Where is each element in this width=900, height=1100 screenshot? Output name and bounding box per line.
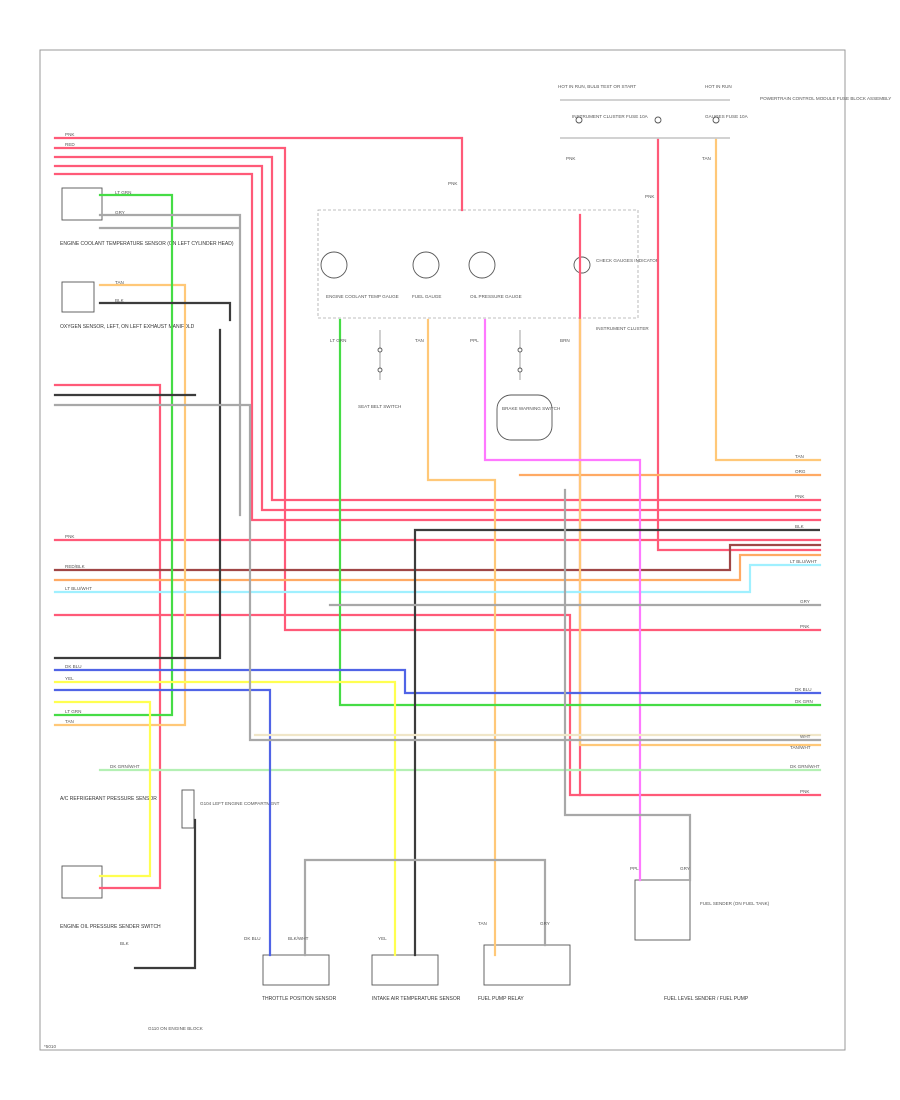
wire-label: GRY — [800, 599, 810, 604]
wire-label: TAN — [478, 921, 487, 926]
hot-in-run-label: HOT IN RUN — [705, 84, 732, 89]
watermark: *5010 — [44, 1044, 56, 1049]
left-component-label: ENGINE COOLANT TEMPERATURE SENSOR (ON LE… — [60, 241, 234, 247]
hot-label: HOT IN RUN, BULB TEST OR START — [558, 84, 636, 89]
wire-label: YEL — [65, 676, 74, 681]
instrument-fuse-label: INSTRUMENT CLUSTER FUSE 10A — [572, 114, 649, 119]
fuse-icon — [575, 116, 583, 124]
bottom-component-label: THROTTLE POSITION SENSOR — [262, 996, 337, 1002]
wire-label: YEL — [378, 936, 387, 941]
gauges-fuse-label: GAUGES FUSE 10A — [705, 114, 749, 119]
wires — [53, 136, 822, 970]
left-component-label: OXYGEN SENSOR, LEFT, ON LEFT EXHAUST MAN… — [60, 324, 195, 330]
wire-label: WHT — [800, 734, 811, 739]
ground-label: G110 ON ENGINE BLOCK — [148, 1026, 204, 1031]
wire-label: GRY — [540, 921, 550, 926]
wire-label: BLK — [120, 941, 130, 946]
diagram-frame — [39, 49, 846, 1051]
wire-label: PNK — [800, 789, 810, 794]
wire-label: BLK — [795, 524, 805, 529]
wire-label: LT BLU/WHT — [65, 586, 92, 591]
wire-label: DK GRN/WHT — [790, 764, 820, 769]
wire-label: TAN — [795, 454, 804, 459]
fuel-gauge-icon — [412, 251, 440, 279]
wire-label: DK BLU — [65, 664, 82, 669]
throttle-sensor-icon — [262, 954, 330, 986]
fuel-sender-icon — [634, 879, 691, 941]
wire-label: TAN — [115, 280, 124, 285]
wire-label: PNK — [795, 494, 805, 499]
wire-label: RED/BLK — [65, 564, 86, 569]
wire-label: PNK — [65, 132, 75, 137]
bottom-components: THROTTLE POSITION SENSOR INTAKE AIR TEMP… — [262, 879, 770, 1002]
right-fuse-note: POWERTRAIN CONTROL MODULE FUSE BLOCK ASS… — [760, 96, 891, 101]
bottom-component-label: INTAKE AIR TEMPERATURE SENSOR — [372, 996, 461, 1002]
wire-label: BRN — [560, 338, 570, 343]
gauge-label: ENGINE COOLANT TEMP GAUGE — [326, 294, 399, 299]
wire-label: LT GRN — [115, 190, 131, 195]
oil-gauge-icon — [468, 251, 496, 279]
wire-label: PNK — [448, 181, 458, 186]
wire-label: BLK — [115, 298, 125, 303]
wire-label: TAN — [702, 156, 711, 161]
wire-label: TAN — [65, 719, 74, 724]
coolant-gauge-icon — [320, 251, 348, 279]
wire-label: DK GRN — [795, 699, 813, 704]
bottom-component-label: FUEL PUMP RELAY — [478, 996, 524, 1002]
wire-label: PNK — [645, 194, 655, 199]
g104-label: G104 LEFT ENGINE COMPARTMENT — [200, 801, 280, 806]
wire-label: ORG — [795, 469, 806, 474]
left-component-label: ENGINE OIL PRESSURE SENDER SWITCH — [60, 924, 161, 930]
bottom-component-label: FUEL LEVEL SENDER / FUEL PUMP — [664, 996, 749, 1002]
instrument-cluster: ENGINE COOLANT TEMP GAUGE FUEL GAUGE OIL… — [317, 209, 660, 331]
wire-label: GRY — [115, 210, 125, 215]
wire-label: PPL — [630, 866, 639, 871]
left-component-label: A/C REFRIGERANT PRESSURE SENSOR — [60, 796, 157, 802]
wire-label: DK BLU — [244, 936, 261, 941]
wire-label: LT GRN — [65, 709, 81, 714]
wire-label: PPL — [470, 338, 479, 343]
fuse-icon — [712, 116, 720, 124]
wire-label: PNK — [800, 624, 810, 629]
wire-label: TAN — [415, 338, 424, 343]
resistor-icon — [181, 789, 195, 829]
gauge-label: CHECK GAUGES INDICATOR — [596, 258, 660, 263]
oxygen-sensor-icon — [61, 281, 95, 313]
oil-sender-icon — [61, 865, 103, 899]
gauge-label: OIL PRESSURE GAUGE — [470, 294, 522, 299]
power-feed-block: HOT IN RUN, BULB TEST OR START HOT IN RU… — [558, 84, 891, 139]
fuse-icon — [654, 116, 662, 124]
brake-switch-block — [496, 394, 553, 441]
wire-label: RED — [65, 142, 75, 147]
fuel-pump-relay-icon — [483, 944, 571, 986]
wire-label: PNK — [566, 156, 576, 161]
wire-label: LT BLU/WHT — [790, 559, 817, 564]
left-components: ENGINE COOLANT TEMPERATURE SENSOR (ON LE… — [60, 187, 280, 1031]
wire-label: GRY — [680, 866, 690, 871]
wire-label: PNK — [65, 534, 75, 539]
brake-switch-label: BRAKE WARNING SWITCH — [502, 406, 560, 411]
wire-label: DK BLU — [795, 687, 812, 692]
cluster-note: INSTRUMENT CLUSTER — [596, 326, 649, 331]
wire-label: TAN/WHT — [790, 745, 811, 750]
gauge-label: FUEL GAUGE — [412, 294, 441, 299]
indicator-lamp-icon — [573, 256, 591, 274]
iat-sensor-icon — [371, 954, 439, 986]
wire-label: BLK/WHT — [288, 936, 309, 941]
wire-label: DK GRN/WHT — [110, 764, 140, 769]
coolant-sensor-icon — [61, 187, 103, 221]
wire-label: LT GRN — [330, 338, 346, 343]
wire-labels: PNK RED LT GRN GRY TAN BLK PNK RED/BLK L… — [65, 132, 820, 946]
seatbelt-switch-label: SEAT BELT SWITCH — [358, 404, 401, 409]
cluster-switches: SEAT BELT SWITCH BRAKE WARNING SWITCH — [358, 330, 560, 441]
fuel-sender-label: FUEL SENDER (ON FUEL TANK) — [700, 901, 770, 906]
